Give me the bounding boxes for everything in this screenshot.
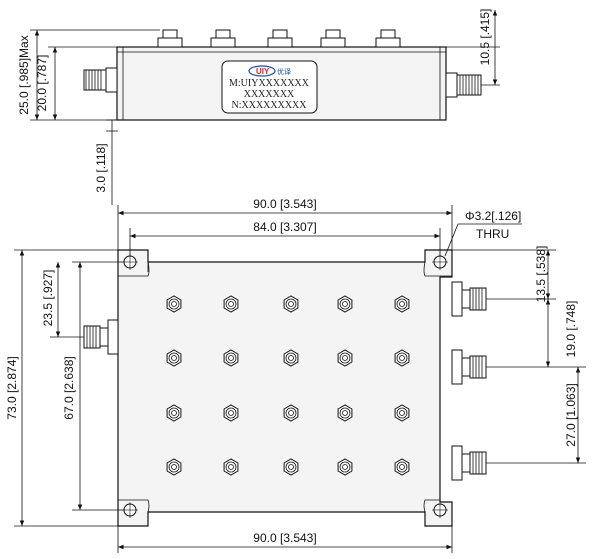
hole-note-thru: THRU [476,227,509,241]
tuning-screw-nut [337,349,353,367]
output-connector [451,349,487,385]
dim-overall-height: 25.0 [.985]Max [17,35,31,114]
tuning-screw-nut [394,349,410,367]
tuning-screw-nut [394,404,410,422]
output-connector [451,445,487,481]
dim-port3-pitch: 27.0 [1.063] [564,383,578,446]
tuning-screw-nut [166,404,182,422]
dim-connector-offset: 10.5 [.415] [478,9,492,66]
dim-input-offset: 23.5 [.927] [41,270,55,327]
output-connector [451,281,487,317]
side-right-connector [445,72,482,98]
tuning-screw-nut [283,295,299,313]
top-view: 90.0 [3.543] 84.0 [3.307] Φ3.2[.126] THR… [5,197,586,553]
label-line-3: N:XXXXXXXXX [232,100,308,111]
tuning-screw-nut [223,349,239,367]
dim-overall-height-top: 73.0 [2.874] [5,356,19,419]
product-label: UIY 优译 M:UIYXXXXXXX XXXXXXX N:XXXXXXXXX [221,60,318,114]
dim-overall-width: 90.0 [3.543] [253,197,316,211]
input-connector [83,319,119,355]
dim-port-pitch: 19.0 [.748] [564,301,578,358]
brand-logo: UIY 优译 [248,65,291,77]
dim-hole-spacing: 84.0 [3.307] [253,220,316,234]
dim-port1-offset: 13.5 [.538] [534,246,548,303]
tuning-screw-nut [394,458,410,476]
tuning-screw-nut [166,349,182,367]
tuning-screw-nut [166,458,182,476]
top-screw [267,29,293,48]
top-screw [210,29,236,48]
tuning-screw-nut [337,295,353,313]
dim-flange-height: 3.0 [.118] [94,143,108,192]
top-body [117,249,453,527]
svg-text:优译: 优译 [277,67,291,76]
tuning-screw-nut [223,404,239,422]
side-left-connector [83,67,118,93]
tuning-screw-nut [394,295,410,313]
tuning-screw-nut [283,349,299,367]
tuning-screw-nut [166,295,182,313]
hole-note: Φ3.2[.126] [465,209,521,223]
tuning-screw-nut [283,458,299,476]
top-screws [157,29,401,48]
tuning-screw-nut [223,295,239,313]
tuning-screw-nut [337,404,353,422]
tuning-screw-nut [337,458,353,476]
top-screw [375,29,401,48]
side-view: UIY 优译 M:UIYXXXXXXX XXXXXXX N:XXXXXXXXX … [17,9,500,205]
tuning-screw-nut [283,404,299,422]
dim-hole-spacing-vertical: 67.0 [2.638] [62,356,76,419]
top-screw [320,29,346,48]
top-screw [157,29,183,48]
dim-bottom-width: 90.0 [3.543] [253,531,316,545]
svg-text:UIY: UIY [256,67,270,76]
tuning-screw-nut [223,458,239,476]
dim-body-height: 20.0 [.787] [35,55,49,112]
label-line-1: M:UIYXXXXXXX [229,78,310,89]
label-line-2: XXXXXXX [244,89,295,100]
tuning-screw-grid [166,295,410,476]
